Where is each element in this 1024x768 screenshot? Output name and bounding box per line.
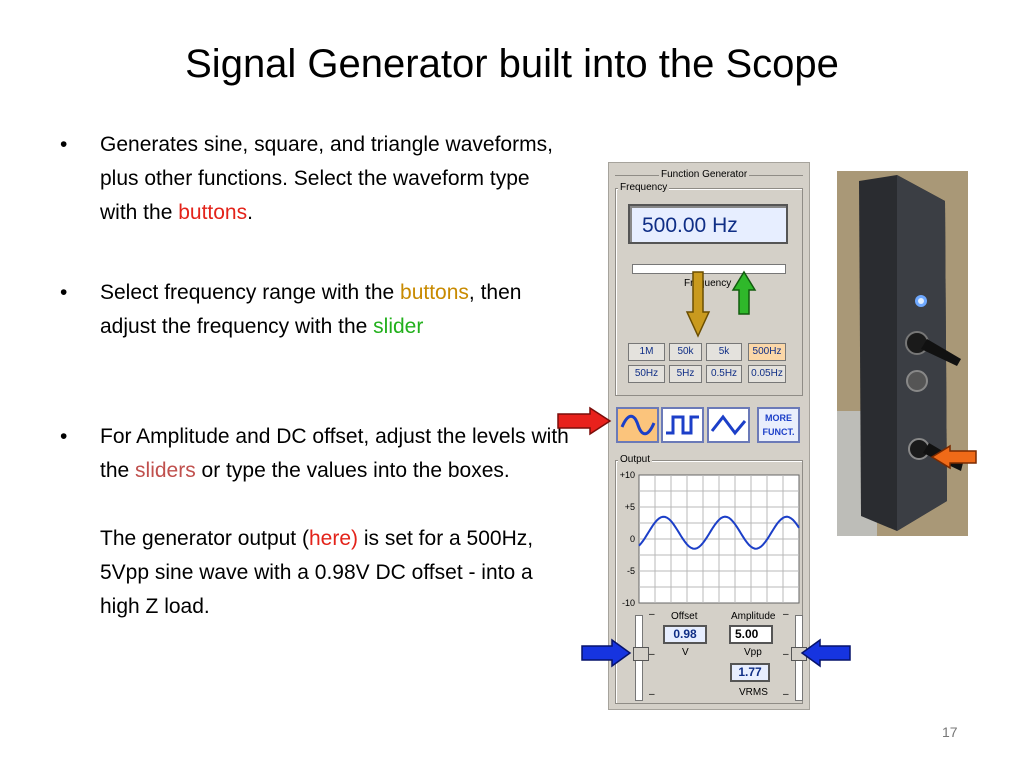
highlight-sliders: sliders — [135, 459, 196, 482]
range-button-1m[interactable]: 1M — [628, 343, 665, 361]
frequency-group — [615, 188, 803, 396]
sine-wave-button[interactable] — [616, 407, 659, 443]
highlight-buttons: buttons — [400, 281, 469, 304]
range-button-50hz[interactable]: 50Hz — [628, 365, 665, 383]
output-group — [615, 460, 803, 704]
output-group-label: Output — [618, 454, 653, 465]
offset-unit: V — [680, 647, 691, 658]
range-button-5hz[interactable]: 5Hz — [669, 365, 702, 383]
offset-slider-thumb[interactable] — [633, 647, 649, 661]
frequency-slider-label: Frequency — [682, 278, 734, 289]
offset-input[interactable]: 0.98 — [663, 625, 707, 644]
square-wave-button[interactable] — [661, 407, 704, 443]
triangle-wave-button[interactable] — [707, 407, 750, 443]
orange-left-arrow-icon — [930, 444, 977, 470]
scope-y-tick: +5 — [625, 502, 635, 512]
amplitude-input[interactable]: 5.00 — [729, 625, 773, 644]
range-button-5k[interactable]: 5k — [706, 343, 742, 361]
gold-down-arrow-icon — [685, 271, 711, 338]
range-button-50k[interactable]: 50k — [669, 343, 702, 361]
frequency-group-label: Frequency — [618, 182, 670, 193]
bullet-2-text: Select frequency range with the buttons,… — [100, 281, 522, 338]
vrms-display: 1.77 — [730, 663, 770, 682]
offset-slider-mark: – — [649, 649, 655, 660]
scope-device-image — [837, 171, 968, 536]
triangle-wave-icon — [710, 414, 747, 436]
amplitude-slider-mark: – — [783, 689, 789, 700]
offset-label: Offset — [669, 611, 700, 622]
scope-y-tick: -5 — [627, 566, 635, 576]
bullet-dot: • — [60, 133, 68, 156]
range-button-0.5hz[interactable]: 0.5Hz — [706, 365, 742, 383]
slide-title: Signal Generator built into the Scope — [185, 42, 839, 86]
bullet-dot: • — [60, 425, 68, 448]
highlight-slider: slider — [373, 315, 424, 338]
blue-left-arrow-icon — [800, 638, 851, 668]
highlight-here: here) — [308, 527, 358, 550]
offset-slider-mark: – — [649, 609, 655, 620]
amplitude-label: Amplitude — [729, 611, 778, 622]
panel-title: Function Generator — [659, 169, 750, 180]
frequency-display[interactable]: 500.00 Hz — [628, 204, 788, 244]
amplitude-unit: Vpp — [742, 647, 764, 658]
scope-y-tick: 0 — [630, 534, 635, 544]
scope-device-photo — [837, 171, 968, 536]
amplitude-slider-mark: – — [783, 649, 789, 660]
bullet-dot: • — [60, 281, 68, 304]
scope-y-tick: +10 — [620, 470, 635, 480]
sine-wave-icon — [620, 414, 656, 436]
scope-y-tick: -10 — [622, 598, 635, 608]
page-number: 17 — [942, 724, 958, 740]
range-button-500hz[interactable]: 500Hz — [748, 343, 786, 361]
vrms-unit: VRMS — [737, 687, 770, 698]
output-waveform — [638, 515, 800, 550]
offset-slider-mark: – — [649, 689, 655, 700]
square-wave-icon — [666, 415, 699, 435]
highlight-buttons: buttons — [178, 201, 248, 224]
output-scope: +10 +5 0 -5 -10 — [620, 470, 800, 608]
frequency-slider[interactable] — [632, 264, 786, 274]
blue-right-arrow-icon — [581, 638, 632, 668]
red-right-arrow-icon — [557, 406, 612, 436]
green-up-arrow-icon — [731, 270, 757, 315]
bullet-1-text: Generates sine, square, and triangle wav… — [100, 133, 553, 224]
more-functions-button[interactable]: MORE FUNCT. — [757, 407, 800, 443]
amplitude-slider-mark: – — [783, 609, 789, 620]
function-generator-panel: Function Generator Frequency 500.00 Hz F… — [608, 162, 810, 710]
range-button-0.05hz[interactable]: 0.05Hz — [748, 365, 786, 383]
bullet-3-text: For Amplitude and DC offset, adjust the … — [100, 425, 569, 618]
